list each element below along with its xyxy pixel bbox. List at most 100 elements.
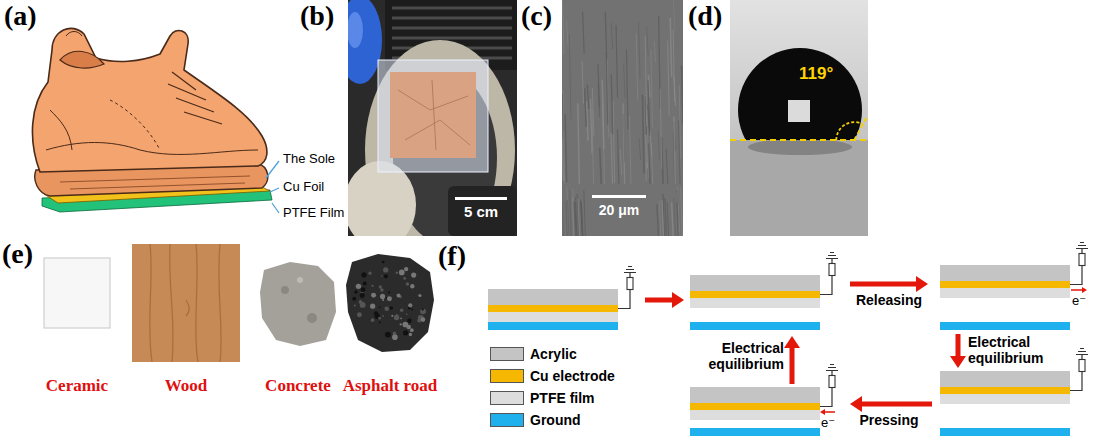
sem-texture (626, 49, 628, 129)
asphalt-texture (418, 294, 421, 297)
stack-layer (940, 288, 1070, 298)
sem-texture (654, 41, 656, 62)
step-label: Releasing (856, 292, 922, 308)
sem-texture (677, 187, 679, 236)
asphalt-texture (380, 288, 383, 291)
asphalt-texture (354, 290, 358, 294)
ground-symbol (826, 253, 838, 259)
asphalt-texture (397, 293, 401, 297)
leader-line (272, 203, 279, 213)
asphalt-texture (360, 302, 366, 308)
sem-image (592, 195, 646, 198)
asphalt-texture (363, 282, 367, 286)
stack-layer (940, 428, 1070, 436)
sem-texture (573, 188, 575, 236)
legend-label: Ground (530, 412, 581, 428)
asphalt-texture (399, 270, 405, 276)
process-arrow (850, 396, 932, 412)
contact-angle-image (854, 116, 867, 140)
sem-texture (657, 204, 659, 236)
stack-layer (940, 394, 1070, 404)
asphalt-texture (404, 267, 408, 271)
sem-texture (562, 0, 683, 236)
sem-texture (605, 12, 607, 59)
sem-texture (607, 50, 609, 137)
shoe-illustration (66, 32, 82, 37)
sem-texture (666, 149, 668, 184)
asphalt-texture (354, 304, 356, 306)
sem-texture (569, 35, 571, 120)
asphalt-texture (411, 309, 413, 311)
sem-texture (620, 149, 622, 175)
process-arrow (820, 409, 835, 415)
sole-photo (455, 197, 507, 200)
sem-texture (565, 114, 567, 182)
wood-sample (132, 244, 240, 362)
ground-symbol (624, 267, 636, 273)
shoe-illustration (110, 100, 160, 150)
sem-texture (611, 23, 613, 49)
sem-texture (613, 101, 615, 183)
sem-texture (577, 194, 579, 236)
sem-texture (645, 36, 647, 127)
asphalt-texture (382, 299, 384, 301)
leader-line (266, 161, 279, 213)
legend-label: Acrylic (530, 346, 577, 362)
sem-texture (651, 50, 653, 128)
asphalt-texture (379, 285, 382, 288)
shoe-illustration (168, 72, 222, 124)
asphalt-texture (352, 297, 356, 301)
asphalt-texture (410, 284, 414, 288)
resistor-symbol (627, 278, 633, 290)
ceramic-sample (44, 258, 110, 328)
stack-layer (488, 289, 618, 305)
asphalt-texture (381, 275, 383, 277)
asphalt-texture (421, 317, 426, 322)
stack-layer (940, 281, 1070, 288)
asphalt-texture (379, 307, 381, 309)
step-label: Pressing (859, 412, 918, 428)
asphalt-texture (352, 261, 426, 340)
shoe-illustration (50, 110, 72, 150)
stack-layer (488, 312, 618, 322)
sem-texture (629, 116, 631, 184)
asphalt-texture (361, 272, 366, 277)
asphalt-texture (402, 322, 408, 328)
asphalt-texture (421, 308, 423, 310)
resistor-symbol (1079, 254, 1085, 266)
wood-sample (132, 244, 240, 362)
stack-layer (690, 403, 820, 410)
asphalt-texture (400, 317, 402, 319)
asphalt-texture (375, 314, 380, 319)
shoe-illustration (32, 28, 267, 172)
teng-stack (690, 365, 838, 437)
panel-label: (d) (688, 0, 722, 32)
sem-texture (659, 200, 661, 236)
material-label: Ceramic (46, 376, 108, 396)
sem-texture (660, 89, 662, 169)
asphalt-texture (383, 267, 388, 272)
asphalt-texture (370, 304, 375, 309)
asphalt-texture (371, 293, 376, 298)
asphalt-texture (387, 296, 392, 301)
stack-layer (488, 305, 618, 312)
contact-angle-image (730, 0, 868, 236)
sem-texture (673, 0, 675, 31)
stack-layer (690, 322, 820, 330)
sem-texture (667, 202, 669, 236)
sole-photo (348, 12, 363, 48)
sem-texture (583, 12, 585, 54)
sem-texture (570, 190, 572, 236)
sem-texture (616, 25, 618, 98)
sem-texture (562, 138, 564, 181)
teng-stack (940, 243, 1088, 331)
sole-photo (348, 0, 517, 236)
material-label: Concrete (265, 376, 331, 396)
contact-angle-image (738, 48, 862, 140)
legend-swatch (490, 413, 524, 427)
legend-label: PTFE film (530, 390, 595, 406)
wood-sample (150, 244, 221, 362)
stack-layer (940, 322, 1070, 330)
sem-texture (623, 114, 625, 163)
sem-texture (617, 129, 619, 184)
